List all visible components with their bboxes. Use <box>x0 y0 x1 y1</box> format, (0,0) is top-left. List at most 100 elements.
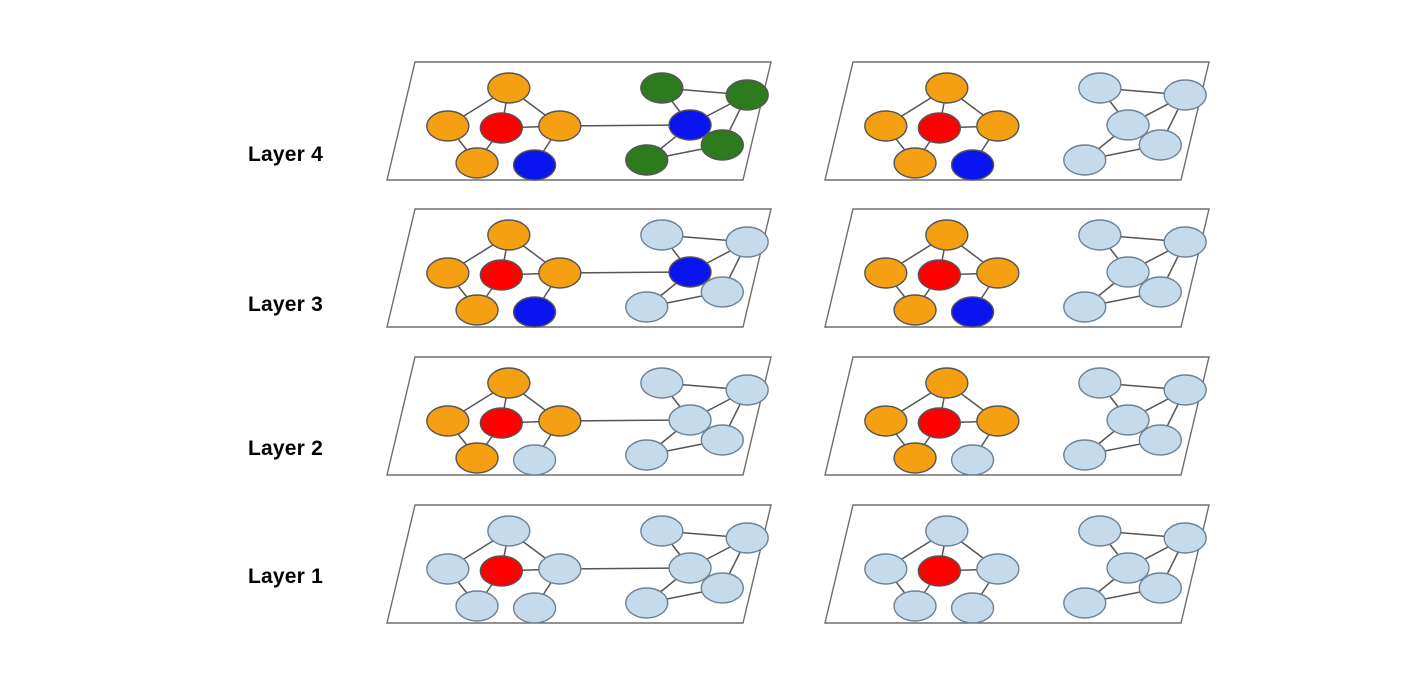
node-l-bottom-orange[interactable] <box>893 294 937 326</box>
node-r-topright-lightblue[interactable] <box>725 522 769 554</box>
node-r-topright-lightblue[interactable] <box>1163 79 1207 111</box>
layer-plane-outline <box>386 61 772 181</box>
node-r-botleft-lightblue[interactable] <box>625 291 669 323</box>
node-r-botright-lightblue[interactable] <box>700 424 745 456</box>
node-l-right-orange[interactable] <box>976 257 1020 289</box>
node-l-left-orange[interactable] <box>426 405 470 437</box>
node-r-center-lightblue[interactable] <box>668 552 712 584</box>
node-r-botleft-lightblue[interactable] <box>1063 291 1107 323</box>
node-r-topleft-lightblue[interactable] <box>640 367 684 399</box>
node-group <box>426 367 769 476</box>
node-group <box>426 72 769 181</box>
node-r-topright-lightblue[interactable] <box>725 374 769 406</box>
node-l-lower-lightblue[interactable] <box>512 592 557 624</box>
node-r-botright-green[interactable] <box>700 129 745 161</box>
node-r-center-lightblue[interactable] <box>668 404 712 436</box>
node-r-center-lightblue[interactable] <box>1106 109 1150 141</box>
node-l-center-red[interactable] <box>479 112 524 144</box>
node-l-right-orange[interactable] <box>976 110 1020 142</box>
node-r-topright-lightblue[interactable] <box>1163 374 1207 406</box>
node-r-botright-lightblue[interactable] <box>1138 424 1183 456</box>
node-r-botleft-lightblue[interactable] <box>1063 439 1107 471</box>
node-r-topright-lightblue[interactable] <box>725 226 769 258</box>
node-l-center-red[interactable] <box>917 407 962 439</box>
node-l-lower-lightblue[interactable] <box>950 592 995 624</box>
node-r-botleft-lightblue[interactable] <box>625 587 669 619</box>
node-r-center-blue[interactable] <box>668 256 712 288</box>
node-r-center-blue[interactable] <box>668 109 712 141</box>
node-l-left-orange[interactable] <box>864 110 908 142</box>
node-l-lower-lightblue[interactable] <box>512 444 557 476</box>
node-r-topleft-lightblue[interactable] <box>1078 367 1122 399</box>
node-r-center-lightblue[interactable] <box>1106 256 1150 288</box>
node-r-botleft-green[interactable] <box>625 144 669 176</box>
node-r-topleft-lightblue[interactable] <box>1078 219 1122 251</box>
node-l-center-red[interactable] <box>917 112 962 144</box>
layer-plane-outline <box>824 356 1210 476</box>
node-r-topleft-lightblue[interactable] <box>640 219 684 251</box>
node-r-topright-lightblue[interactable] <box>1163 226 1207 258</box>
node-l-left-orange[interactable] <box>864 257 908 289</box>
node-l-center-red[interactable] <box>917 555 962 587</box>
node-l-top-lightblue[interactable] <box>487 515 531 547</box>
node-l-top-lightblue[interactable] <box>925 515 969 547</box>
node-r-botright-lightblue[interactable] <box>1138 129 1183 161</box>
node-r-topleft-lightblue[interactable] <box>1078 72 1122 104</box>
node-l-bottom-orange[interactable] <box>455 147 499 179</box>
node-l-right-lightblue[interactable] <box>976 553 1020 585</box>
layer-plane-outline <box>824 504 1210 624</box>
node-l-top-orange[interactable] <box>925 367 969 399</box>
node-r-botright-lightblue[interactable] <box>700 276 745 308</box>
node-l-lower-blue[interactable] <box>950 296 995 328</box>
layer-slab-layer-2-right <box>824 356 1210 476</box>
node-l-right-lightblue[interactable] <box>538 553 582 585</box>
node-l-center-red[interactable] <box>479 555 524 587</box>
node-l-bottom-lightblue[interactable] <box>893 590 937 622</box>
layer-label-layer-1: Layer 1 <box>248 565 323 588</box>
node-r-topleft-lightblue[interactable] <box>1078 515 1122 547</box>
node-r-botleft-lightblue[interactable] <box>1063 587 1107 619</box>
node-r-botright-lightblue[interactable] <box>1138 572 1183 604</box>
node-l-left-orange[interactable] <box>864 405 908 437</box>
node-l-bottom-lightblue[interactable] <box>455 590 499 622</box>
node-l-right-orange[interactable] <box>976 405 1020 437</box>
node-l-top-orange[interactable] <box>487 72 531 104</box>
node-l-top-orange[interactable] <box>487 367 531 399</box>
node-r-center-lightblue[interactable] <box>1106 552 1150 584</box>
node-l-center-red[interactable] <box>479 407 524 439</box>
node-l-bottom-orange[interactable] <box>455 294 499 326</box>
node-l-right-orange[interactable] <box>538 110 582 142</box>
node-l-center-red[interactable] <box>917 259 962 291</box>
node-r-topright-green[interactable] <box>725 79 769 111</box>
node-r-botright-lightblue[interactable] <box>700 572 745 604</box>
node-l-right-orange[interactable] <box>538 405 582 437</box>
node-l-left-lightblue[interactable] <box>864 553 908 585</box>
node-r-topleft-green[interactable] <box>640 72 684 104</box>
node-l-lower-blue[interactable] <box>512 149 557 181</box>
node-l-left-orange[interactable] <box>426 257 470 289</box>
layer-slab-layer-4-left <box>386 61 772 181</box>
node-r-topright-lightblue[interactable] <box>1163 522 1207 554</box>
node-l-lower-blue[interactable] <box>512 296 557 328</box>
node-l-left-orange[interactable] <box>426 110 470 142</box>
node-l-top-orange[interactable] <box>925 72 969 104</box>
node-r-botright-lightblue[interactable] <box>1138 276 1183 308</box>
node-l-bottom-orange[interactable] <box>893 147 937 179</box>
layer-slab-layer-4-right <box>824 61 1210 181</box>
node-l-lower-blue[interactable] <box>950 149 995 181</box>
layer-slab-layer-3-right <box>824 208 1210 328</box>
layer-plane-outline <box>824 208 1210 328</box>
node-l-bottom-orange[interactable] <box>455 442 499 474</box>
node-r-botleft-lightblue[interactable] <box>625 439 669 471</box>
inter-cluster-bridge-edge <box>559 124 691 127</box>
node-r-botleft-lightblue[interactable] <box>1063 144 1107 176</box>
node-l-left-lightblue[interactable] <box>426 553 470 585</box>
node-r-topleft-lightblue[interactable] <box>640 515 684 547</box>
node-l-lower-lightblue[interactable] <box>950 444 995 476</box>
node-l-top-orange[interactable] <box>925 219 969 251</box>
node-l-top-orange[interactable] <box>487 219 531 251</box>
node-r-center-lightblue[interactable] <box>1106 404 1150 436</box>
node-l-center-red[interactable] <box>479 259 524 291</box>
node-l-bottom-orange[interactable] <box>893 442 937 474</box>
node-l-right-orange[interactable] <box>538 257 582 289</box>
